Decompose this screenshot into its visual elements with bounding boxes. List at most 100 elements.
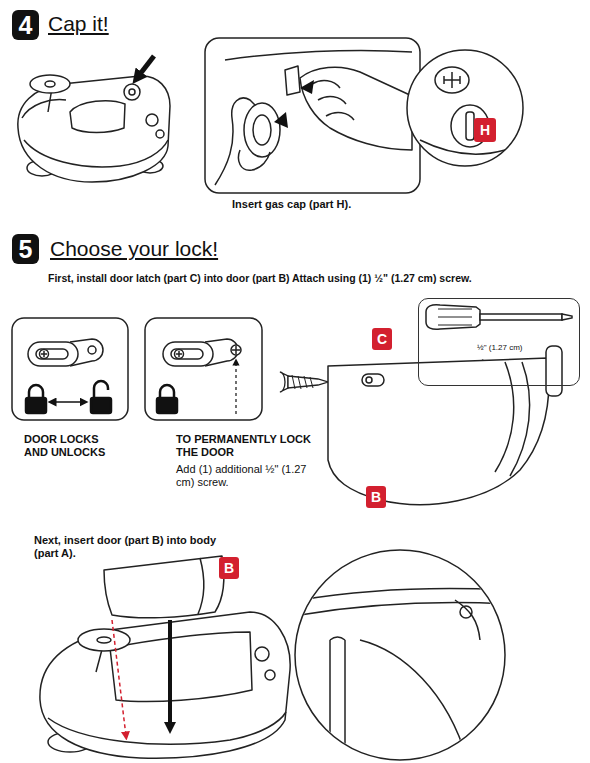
zoom-detail: [407, 50, 523, 166]
dashed-arrow: [235, 362, 236, 414]
ride-on-car: [110, 632, 252, 702]
ride-on-car: [129, 89, 135, 95]
lock-note: TO PERMANENTLY LOCK THE DOOR: [176, 433, 326, 459]
door-part: [510, 362, 530, 476]
zoom-detail: [460, 606, 472, 618]
step-number: 5: [12, 234, 39, 264]
screwdriver: [438, 309, 472, 325]
ride-on-car: [30, 75, 70, 93]
push-arrow: [274, 112, 288, 128]
padlock-icon: [26, 381, 177, 413]
ride-on-car: [18, 75, 170, 182]
callout-letter: H: [474, 118, 496, 142]
lock-panel: [163, 342, 213, 366]
ride-on-car: [97, 637, 111, 643]
door-part: [366, 377, 372, 383]
padlock-icon: [160, 385, 174, 398]
zoom-detail: [360, 640, 470, 763]
zoom-detail: [466, 112, 474, 140]
step-heading: Cap it!: [48, 11, 208, 36]
ride-on-car: [18, 76, 170, 182]
screwdriver: [562, 314, 572, 320]
zoom-detail: [295, 550, 505, 760]
ride-on-car: [40, 612, 290, 758]
ride-on-car: [146, 114, 158, 126]
zoom-detail: [295, 550, 510, 763]
lock-panel: [231, 345, 241, 355]
zoom-detail: [444, 72, 460, 88]
door-part: [495, 362, 514, 472]
padlock-icon: [26, 398, 46, 413]
node-text: C: [377, 331, 387, 347]
ride-on-car: [40, 556, 290, 758]
screwdriver: [480, 314, 562, 320]
hands-panel: [318, 97, 346, 104]
lock-note: DOOR LOCKS AND UNLOCKS: [24, 433, 124, 459]
node-text: B: [371, 489, 381, 505]
lock-panel: [36, 349, 68, 359]
ride-on-car: [156, 130, 164, 138]
ride-on-car: [198, 558, 204, 614]
screwdriver: [426, 305, 480, 329]
lock-panel: [88, 346, 96, 354]
screw: [280, 372, 288, 392]
lock-panel: [232, 346, 240, 354]
screwdriver: [426, 305, 572, 329]
hands-panel: [326, 113, 354, 120]
zoom-detail: [420, 140, 505, 154]
callout-letter: B: [219, 557, 239, 579]
zoom-detail: [300, 603, 510, 615]
ride-on-car: [22, 100, 66, 118]
instruction-text: Next, insert door (part B) into body (pa…: [34, 534, 234, 560]
pointer-arrow: [137, 56, 154, 78]
door-part: [328, 346, 562, 505]
ride-on-car: [45, 81, 55, 87]
screw: [292, 375, 313, 389]
zoom-detail: [407, 50, 523, 166]
ride-on-car: [104, 556, 224, 618]
ride-on-car: [255, 647, 269, 661]
ride-on-car: [70, 101, 125, 133]
ride-on-car: [24, 140, 168, 167]
door-part: [546, 346, 562, 396]
zoom-detail: [455, 600, 480, 640]
lock-panel: [28, 342, 78, 366]
tool-box: ½" (1.27 cm): [418, 298, 580, 386]
door-part: [328, 358, 549, 505]
push-arrow: [300, 80, 314, 94]
lock-panel: [12, 318, 262, 420]
hands-panel: [239, 150, 271, 170]
ride-on-car: [265, 670, 275, 680]
callout-letter: B: [366, 486, 386, 508]
zoom-detail: [330, 637, 345, 640]
padlock-icon: [91, 398, 111, 413]
lock-panel: [12, 318, 128, 420]
zoom-detail: [300, 588, 510, 600]
zoom-detail: [330, 640, 345, 763]
lock-panel: [175, 350, 184, 359]
hands-panel: [300, 67, 412, 150]
ride-on-car: [48, 712, 286, 744]
lock-panel: [41, 351, 47, 357]
hands-panel: [205, 38, 420, 193]
hands-panel: [285, 66, 300, 95]
toggle-arrow: [52, 401, 84, 403]
door-part: [362, 374, 384, 386]
padlock-icon: [157, 398, 177, 413]
step-number: 4: [12, 10, 39, 40]
node-text: 5: [19, 235, 33, 264]
padlock-icon: [94, 381, 108, 398]
ride-on-car: [78, 629, 130, 651]
zoom-detail: [435, 67, 469, 93]
node-text: 4: [19, 11, 33, 40]
hands-panel: [244, 103, 280, 157]
lock-panel: [40, 350, 49, 359]
hands-panel: [225, 50, 412, 60]
zoom-detail: [300, 588, 510, 763]
insert-arrow: [168, 620, 172, 728]
padlock-icon: [29, 385, 43, 398]
node-text: B: [224, 560, 234, 576]
lock-note: Add (1) additional ½" (1.27 cm) screw.: [176, 463, 326, 489]
node-text: ½" (1.27 cm): [477, 343, 523, 352]
